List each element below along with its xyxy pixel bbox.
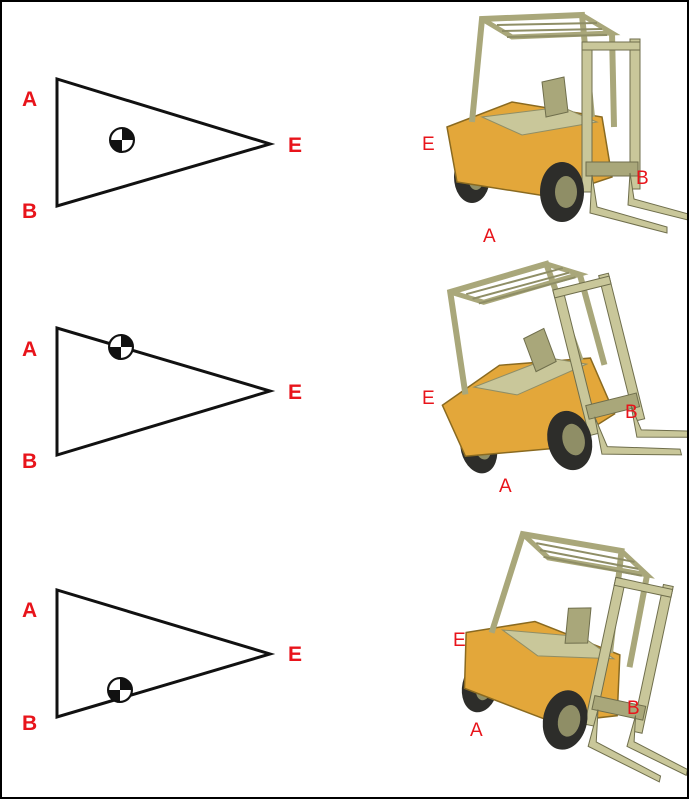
forklift-label-a: A	[483, 226, 496, 247]
center-of-gravity-icon	[108, 334, 134, 360]
triangle-label-e: E	[288, 134, 302, 157]
center-of-gravity-icon	[109, 127, 135, 153]
forklift-label-a: A	[499, 476, 512, 497]
triangle-label-b: B	[22, 200, 37, 223]
stability-triangle	[55, 76, 276, 208]
forklift-tipping-icon	[444, 523, 687, 787]
forklift-label-e: E	[453, 630, 466, 651]
triangle-label-a: A	[22, 88, 37, 111]
panel-2: A B E E B A	[22, 237, 687, 508]
panel-3: A B E E B A	[22, 523, 687, 787]
triangle-label-b: B	[22, 450, 37, 473]
forklift-upright-icon	[447, 15, 687, 233]
forklift-label-e: E	[422, 388, 435, 409]
forklift-label-b: B	[627, 698, 640, 719]
forklift-label-e: E	[422, 134, 435, 155]
triangle-label-e: E	[288, 643, 302, 666]
forklift-tilting-icon	[415, 237, 687, 508]
triangle-label-a: A	[22, 338, 37, 361]
forklift-label-a: A	[470, 720, 483, 741]
triangle-label-e: E	[288, 381, 302, 404]
panel-1: A B E E B A	[22, 15, 687, 247]
triangle-label-a: A	[22, 599, 37, 622]
forklift-label-b: B	[636, 168, 649, 189]
forklift-label-b: B	[625, 402, 638, 423]
stability-triangle	[55, 325, 276, 458]
stability-triangle	[55, 587, 276, 720]
center-of-gravity-icon	[107, 677, 133, 703]
triangle-label-b: B	[22, 712, 37, 735]
